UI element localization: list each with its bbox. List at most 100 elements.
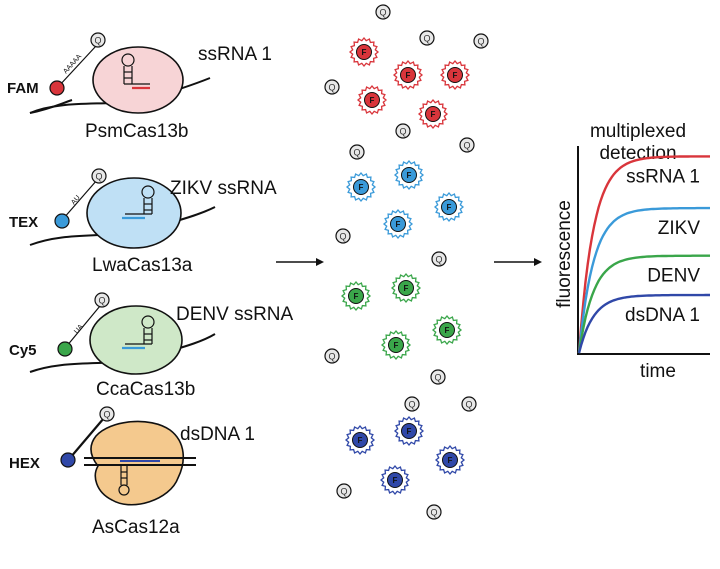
cleaved-fluorophore-gear-icon: F xyxy=(392,59,424,91)
svg-text:Q: Q xyxy=(399,127,406,137)
svg-text:F: F xyxy=(406,71,411,80)
free-quencher: Q xyxy=(461,396,477,412)
cleaved-fluorophore-gear-icon: F xyxy=(434,444,466,476)
svg-text:Q: Q xyxy=(353,148,360,158)
cleaved-fluorophore-gear-icon: F xyxy=(431,314,463,346)
quencher xyxy=(90,32,106,48)
panel-ascas12a: Q HEX AsCas12a dsDNA 1 xyxy=(9,406,255,538)
hex-fluorophore xyxy=(60,452,76,468)
cleaved-fluorophore-gear-icon: F xyxy=(344,424,376,456)
cleaved-fluorophore-gear-icon: F xyxy=(417,98,449,130)
svg-text:F: F xyxy=(447,203,452,212)
free-quencher: Q xyxy=(395,123,411,139)
free-quencher: Q xyxy=(324,348,340,364)
series-label-red: ssRNA 1 xyxy=(626,166,700,187)
series-line-navy xyxy=(577,293,710,354)
panel-psmcas13b: AAAAA Q FAM PsmCas13b ssRNA 1 xyxy=(7,32,272,142)
svg-text:Q: Q xyxy=(328,352,335,362)
svg-text:F: F xyxy=(370,96,375,105)
linker-label: AU xyxy=(70,194,82,206)
quencher-letter: Q xyxy=(94,36,101,46)
dye-label-fam: FAM xyxy=(7,80,39,97)
quencher-letter: Q xyxy=(98,296,105,306)
cleaved-fluorophore-gear-icon: F xyxy=(379,464,411,496)
svg-text:F: F xyxy=(362,48,367,57)
svg-text:Q: Q xyxy=(340,487,347,497)
quencher-letter: Q xyxy=(103,410,110,420)
enzyme-label-psmcas13b: PsmCas13b xyxy=(85,121,189,142)
svg-text:F: F xyxy=(431,110,436,119)
svg-text:Q: Q xyxy=(465,400,472,410)
linker-label: UA xyxy=(73,323,85,335)
crrna-hairpin-icon xyxy=(122,185,155,220)
series-line-blue xyxy=(577,206,710,354)
reporter-linker xyxy=(65,305,101,348)
panel-lwacas13a: AU Q TEX LwaCas13a ZIKV ssRNA xyxy=(9,168,277,276)
y-axis-label: fluorescence xyxy=(554,200,575,308)
quencher xyxy=(94,292,110,308)
series-label-navy: dsDNA 1 xyxy=(625,305,700,326)
panel-ccacas13b: UA Q Cy5 CcaCas13b DENV ssRNA xyxy=(9,292,294,400)
free-quencher: Q xyxy=(459,137,475,153)
cleaved-fluorophore-gear-icon: F xyxy=(393,415,425,447)
cy5-fluorophore xyxy=(57,341,73,357)
svg-text:F: F xyxy=(453,71,458,80)
cleaved-fluorophore-gear-icon: F xyxy=(433,191,465,223)
enzyme-label-lwacas13a: LwaCas13a xyxy=(92,255,193,276)
linker-label: AAAAA xyxy=(62,53,83,75)
free-quencher: Q xyxy=(375,4,391,20)
x-axis-label: time xyxy=(640,361,676,382)
dye-label-hex: HEX xyxy=(9,455,40,472)
free-quencher: Q xyxy=(430,369,446,385)
reporter-linker xyxy=(69,417,105,459)
cleaved-fluorophore-gear-icon: F xyxy=(393,159,425,191)
series-line-red xyxy=(577,155,710,354)
enzyme-label-ascas12a: AsCas12a xyxy=(92,517,180,538)
crrna-hairpin-icon xyxy=(122,315,155,350)
svg-text:F: F xyxy=(407,171,412,180)
cleaved-fluorophore-gear-icon: F xyxy=(348,36,380,68)
cleaved-fluorophore-gear-icon: F xyxy=(356,84,388,116)
cleaved-fluorophore-gear-icon: F xyxy=(345,171,377,203)
target-label-zikv: ZIKV ssRNA xyxy=(170,178,277,199)
arrow-to-cleavage xyxy=(276,258,324,266)
svg-text:F: F xyxy=(396,220,401,229)
reporter-linker xyxy=(62,179,98,220)
free-quencher: Q xyxy=(426,504,442,520)
quencher xyxy=(91,168,107,184)
series-line-green xyxy=(577,254,710,354)
cleaved-fluorophore-gear-icon: F xyxy=(390,272,422,304)
free-quencher: Q xyxy=(336,483,352,499)
svg-text:Q: Q xyxy=(379,8,386,18)
crrna-hairpin-icon xyxy=(121,53,150,90)
svg-text:Q: Q xyxy=(477,37,484,47)
svg-text:F: F xyxy=(354,292,359,301)
target-label-ssrna1: ssRNA 1 xyxy=(198,44,272,65)
svg-text:Q: Q xyxy=(408,400,415,410)
svg-text:Q: Q xyxy=(434,373,441,383)
free-quencher: Q xyxy=(473,33,489,49)
fam-fluorophore xyxy=(49,80,65,96)
free-quencher: Q xyxy=(431,251,447,267)
svg-text:F: F xyxy=(448,456,453,465)
free-quencher: Q xyxy=(419,30,435,46)
svg-text:Q: Q xyxy=(339,232,346,242)
enzyme-body xyxy=(86,177,182,249)
enzyme-body xyxy=(92,46,184,114)
tex-fluorophore xyxy=(54,213,70,229)
series-label-green: DENV xyxy=(647,266,700,287)
svg-text:Q: Q xyxy=(430,508,437,518)
target-label-dsdna1: dsDNA 1 xyxy=(180,424,255,445)
arrow-to-detection xyxy=(494,258,542,266)
enzyme-body xyxy=(90,420,185,506)
svg-text:F: F xyxy=(394,341,399,350)
cleaved-fluorophore-gear-icon: F xyxy=(340,280,372,312)
free-quencher: Q xyxy=(404,396,420,412)
dye-label-cy5: Cy5 xyxy=(9,342,37,359)
quencher-letter: Q xyxy=(95,172,102,182)
